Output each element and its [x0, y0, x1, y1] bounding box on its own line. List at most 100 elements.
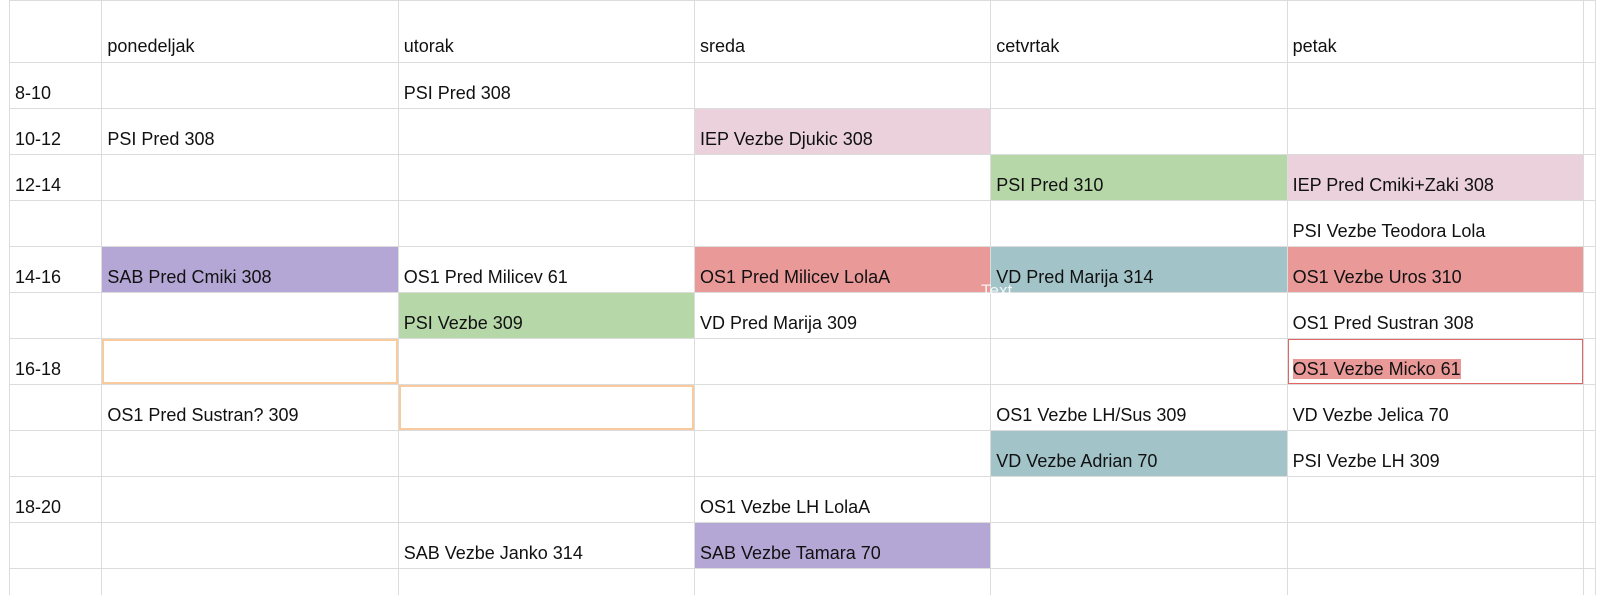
table-row: VD Vezbe Adrian 70 PSI Vezbe LH 309	[8, 430, 1597, 477]
header-day-fri[interactable]: petak	[1286, 0, 1584, 63]
schedule-cell[interactable]	[397, 154, 696, 201]
schedule-cell[interactable]	[990, 338, 1288, 385]
time-cell[interactable]: 12-14	[8, 154, 103, 201]
header-day-mon[interactable]: ponedeljak	[101, 0, 399, 63]
time-cell[interactable]	[8, 292, 103, 339]
schedule-cell[interactable]: OS1 Pred Sustran? 309	[101, 384, 399, 431]
empty-cell[interactable]	[1582, 154, 1597, 201]
time-cell[interactable]: 18-20	[8, 476, 103, 523]
schedule-cell[interactable]: OS1 Vezbe LH LolaA	[693, 476, 992, 523]
time-cell[interactable]	[8, 568, 103, 595]
table-row: 12-14 PSI Pred 310 IEP Pred Cmiki+Zaki 3…	[8, 154, 1597, 201]
schedule-cell[interactable]	[693, 62, 992, 109]
schedule-cell[interactable]: PSI Pred 308	[101, 108, 399, 155]
schedule-cell[interactable]	[693, 430, 992, 477]
schedule-cell[interactable]: PSI Vezbe 309	[397, 292, 696, 339]
schedule-cell[interactable]	[693, 384, 992, 431]
schedule-cell[interactable]: PSI Pred 310	[990, 154, 1288, 201]
empty-cell[interactable]	[1582, 0, 1597, 63]
schedule-cell[interactable]	[693, 568, 992, 595]
schedule-cell[interactable]	[397, 568, 696, 595]
schedule-cell[interactable]	[1286, 108, 1584, 155]
schedule-cell[interactable]: OS1 Pred Sustran 308	[1286, 292, 1584, 339]
schedule-cell[interactable]	[397, 108, 696, 155]
empty-cell[interactable]	[1582, 568, 1597, 595]
header-corner-cell[interactable]	[8, 0, 103, 63]
schedule-cell[interactable]: SAB Vezbe Tamara 70	[693, 522, 992, 569]
schedule-cell[interactable]	[1286, 522, 1584, 569]
empty-cell[interactable]	[1582, 430, 1597, 477]
schedule-cell[interactable]	[1286, 568, 1584, 595]
schedule-cell[interactable]	[397, 338, 696, 385]
schedule-cell[interactable]	[990, 568, 1288, 595]
time-cell[interactable]	[8, 200, 103, 247]
schedule-cell[interactable]: SAB Vezbe Janko 314	[397, 522, 696, 569]
schedule-cell[interactable]	[101, 62, 399, 109]
schedule-cell[interactable]: OS1 Vezbe Uros 310	[1286, 246, 1584, 293]
schedule-cell[interactable]: VD Pred Marija 314	[990, 246, 1288, 293]
header-day-thu[interactable]: cetvrtak	[990, 0, 1288, 63]
schedule-cell[interactable]	[1286, 62, 1584, 109]
schedule-cell[interactable]	[693, 200, 992, 247]
schedule-cell[interactable]	[990, 476, 1288, 523]
schedule-cell[interactable]	[990, 108, 1288, 155]
empty-cell[interactable]	[1582, 384, 1597, 431]
empty-cell[interactable]	[1582, 338, 1597, 385]
schedule-cell[interactable]: PSI Vezbe LH 309	[1286, 430, 1584, 477]
time-cell[interactable]	[8, 430, 103, 477]
time-cell[interactable]: 14-16	[8, 246, 103, 293]
schedule-cell[interactable]: IEP Pred Cmiki+Zaki 308	[1286, 154, 1584, 201]
schedule-cell[interactable]	[397, 384, 696, 431]
schedule-cell[interactable]	[1286, 476, 1584, 523]
table-row: SAB Vezbe Janko 314 SAB Vezbe Tamara 70	[8, 522, 1597, 569]
schedule-cell[interactable]	[397, 200, 696, 247]
schedule-cell[interactable]	[693, 338, 992, 385]
time-cell[interactable]	[8, 522, 103, 569]
schedule-cell[interactable]	[101, 476, 399, 523]
schedule-cell[interactable]	[101, 292, 399, 339]
table-row: 10-12 PSI Pred 308 IEP Vezbe Djukic 308	[8, 108, 1597, 155]
empty-cell[interactable]	[1582, 108, 1597, 155]
schedule-cell[interactable]	[693, 154, 992, 201]
schedule-cell[interactable]	[101, 522, 399, 569]
empty-cell[interactable]	[1582, 62, 1597, 109]
time-cell[interactable]: 8-10	[8, 62, 103, 109]
table-row: 18-20 OS1 Vezbe LH LolaA	[8, 476, 1597, 523]
schedule-cell[interactable]	[101, 430, 399, 477]
table-row	[8, 568, 1597, 595]
schedule-cell[interactable]: PSI Pred 308	[397, 62, 696, 109]
empty-cell[interactable]	[1582, 246, 1597, 293]
schedule-cell[interactable]	[101, 154, 399, 201]
schedule-cell-highlighted[interactable]: OS1 Vezbe Micko 61	[1286, 338, 1584, 385]
time-cell[interactable]: 10-12	[8, 108, 103, 155]
schedule-cell[interactable]	[101, 568, 399, 595]
schedule-cell[interactable]	[990, 292, 1288, 339]
time-cell[interactable]	[8, 384, 103, 431]
time-cell[interactable]: 16-18	[8, 338, 103, 385]
schedule-cell[interactable]	[101, 200, 399, 247]
schedule-cell[interactable]	[990, 62, 1288, 109]
schedule-cell[interactable]: VD Pred Marija 309	[693, 292, 992, 339]
empty-cell[interactable]	[1582, 522, 1597, 569]
table-row: OS1 Pred Sustran? 309 OS1 Vezbe LH/Sus 3…	[8, 384, 1597, 431]
schedule-cell[interactable]: OS1 Vezbe LH/Sus 309	[990, 384, 1288, 431]
header-day-wed[interactable]: sreda	[693, 0, 992, 63]
schedule-cell[interactable]: VD Vezbe Jelica 70	[1286, 384, 1584, 431]
empty-cell[interactable]	[1582, 200, 1597, 247]
schedule-cell[interactable]	[397, 476, 696, 523]
schedule-cell[interactable]: OS1 Pred Milicev LolaA	[693, 246, 992, 293]
schedule-cell[interactable]	[990, 522, 1288, 569]
header-day-tue[interactable]: utorak	[397, 0, 696, 63]
schedule-cell[interactable]: VD Vezbe Adrian 70	[990, 430, 1288, 477]
schedule-cell[interactable]	[101, 338, 399, 385]
schedule-cell[interactable]: IEP Vezbe Djukic 308	[693, 108, 992, 155]
schedule-cell[interactable]	[990, 200, 1288, 247]
empty-cell[interactable]	[1582, 292, 1597, 339]
schedule-cell[interactable]: OS1 Pred Milicev 61	[397, 246, 696, 293]
empty-cell[interactable]	[1582, 476, 1597, 523]
schedule-cell[interactable]	[397, 430, 696, 477]
schedule-cell[interactable]: SAB Pred Cmiki 308	[101, 246, 399, 293]
table-row: 16-18 OS1 Vezbe Micko 61	[8, 338, 1597, 385]
schedule-cell[interactable]: PSI Vezbe Teodora Lola	[1286, 200, 1584, 247]
